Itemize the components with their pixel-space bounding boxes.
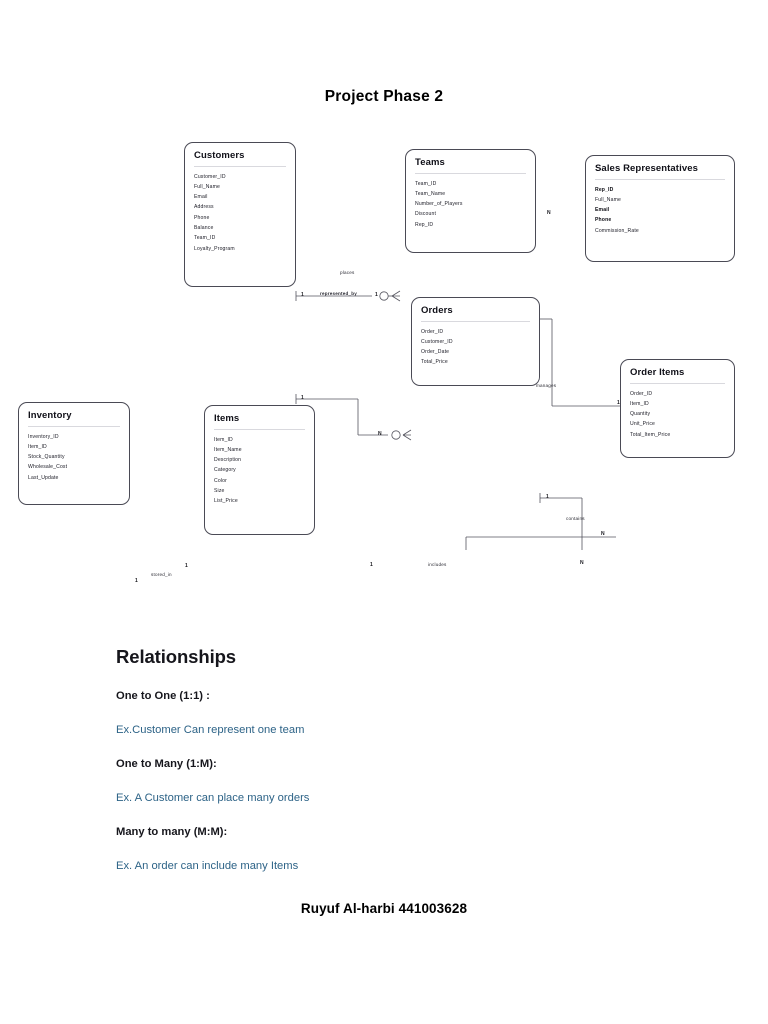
entity-title: Order Items [630, 367, 725, 384]
relationship-label-represented-by: represented_by [320, 291, 358, 296]
relationship-label-stored-in: stored_in [151, 572, 172, 577]
cardinality-customers-represented-by: 1 [301, 292, 304, 298]
entity-title: Inventory [28, 410, 120, 427]
entity-attribute: Color [214, 477, 227, 484]
entity-attribute: Email [595, 207, 610, 214]
cardinality-inventory-stored-in: 1 [135, 578, 138, 584]
entity-attribute: Item_ID [214, 436, 233, 443]
relationship-label-contains: contains [566, 516, 585, 521]
page-title: Project Phase 2 [324, 88, 444, 105]
relationship-term-many-to-many: Many to many (M:M): [116, 826, 228, 838]
entity-customers[interactable]: Customers Customer_ID Full_Name Email Ad… [184, 142, 296, 287]
entity-attribute: Quantity [630, 411, 651, 418]
relationship-label-places: places [340, 270, 355, 275]
entity-attribute: Last_Update [28, 474, 59, 481]
entity-attribute: Order_Date [421, 349, 450, 356]
cardinality-customers-places: 1 [301, 395, 304, 401]
entity-orders[interactable]: Orders Order_ID Customer_ID Order_Date T… [411, 297, 540, 386]
entity-attribute: Stock_Quantity [28, 454, 65, 461]
entity-attribute: Total_Item_Price [630, 431, 671, 438]
cardinality-items-stored-in: 1 [185, 563, 188, 569]
cardinality-orders-places: N [378, 431, 382, 437]
entity-sales-representatives[interactable]: Sales Representatives Rep_ID Full_Name E… [585, 155, 735, 262]
entity-attribute: Phone [194, 214, 210, 221]
entity-attribute: Loyalty_Program [194, 245, 235, 252]
entity-attribute: Category [214, 467, 236, 474]
entity-attribute: Customer_ID [194, 173, 226, 180]
entity-attribute: Customer_ID [421, 338, 453, 345]
entity-attribute: List_Price [214, 498, 238, 505]
entity-title: Items [214, 413, 305, 430]
cardinality-teams-manages: N [547, 210, 551, 216]
entity-attribute: Description [214, 457, 242, 464]
entity-attribute: Commission_Rate [595, 227, 639, 234]
relationship-example-one-to-one: Ex.Customer Can represent one team [116, 724, 305, 736]
entity-attribute: Team_ID [194, 235, 216, 242]
entity-attribute: Unit_Price [630, 421, 655, 428]
entity-attribute: Phone [595, 217, 612, 224]
relationships-heading: Relationships [116, 646, 236, 667]
entity-title: Teams [415, 157, 526, 174]
entity-attribute: Item_ID [630, 400, 649, 407]
entity-attribute: Total_Price [421, 359, 448, 366]
relationship-example-many-to-many: Ex. An order can include many Items [116, 860, 299, 872]
entity-attribute: Size [214, 488, 225, 494]
entity-attribute: Order_ID [421, 328, 444, 335]
cardinality-teams-represented-by: 1 [375, 292, 378, 298]
cardinality-order-items-includes: N [601, 531, 605, 537]
relationships-section: Relationships One to One (1:1) : Ex.Cust… [116, 646, 676, 894]
entity-attribute: Rep_ID [415, 221, 434, 228]
entity-inventory[interactable]: Inventory Inventory_ID Item_ID Stock_Qua… [18, 402, 130, 505]
relationship-term-one-to-many: One to Many (1:M): [116, 758, 217, 770]
er-diagram: Customers Customer_ID Full_Name Email Ad… [0, 130, 768, 584]
cardinality-order-items-contains: N [580, 560, 584, 566]
entity-attribute: Full_Name [194, 183, 220, 190]
entity-items[interactable]: Items Item_ID Item_Name Description Cate… [204, 405, 315, 535]
document-footer: Ruyuf Al-harbi 441003628 [300, 901, 468, 916]
entity-attribute: Rep_ID [595, 186, 614, 193]
relationship-term-one-to-one: One to One (1:1) : [116, 690, 210, 702]
entity-teams[interactable]: Teams Team_ID Team_Name Number_of_Player… [405, 149, 536, 253]
entity-attribute: Email [194, 194, 208, 201]
entity-title: Sales Representatives [595, 163, 725, 180]
relationship-label-includes: includes [428, 562, 447, 567]
cardinality-orders-contains: 1 [546, 494, 549, 500]
cardinality-reps-manages: 1 [617, 400, 620, 406]
entity-attribute: Team_ID [415, 180, 437, 187]
relationship-label-manages: manages [536, 383, 557, 388]
entity-attribute: Number_of_Players [415, 201, 463, 208]
entity-attribute: Wholesale_Cost [28, 464, 68, 471]
entity-attribute: Discount [415, 211, 437, 218]
relationship-example-one-to-many: Ex. A Customer can place many orders [116, 792, 310, 804]
cardinality-items-includes: 1 [370, 562, 373, 568]
entity-attribute: Item_ID [28, 443, 47, 450]
entity-attribute: Full_Name [595, 196, 621, 203]
entity-attribute: Team_Name [415, 190, 446, 197]
entity-attribute: Inventory_ID [28, 433, 59, 440]
entity-attribute: Item_Name [214, 446, 242, 453]
entity-title: Orders [421, 305, 530, 322]
entity-attribute: Order_ID [630, 390, 653, 397]
entity-attribute: Address [194, 204, 214, 211]
entity-attribute: Balance [194, 225, 214, 231]
entity-order-items[interactable]: Order Items Order_ID Item_ID Quantity Un… [620, 359, 735, 458]
entity-title: Customers [194, 150, 286, 167]
